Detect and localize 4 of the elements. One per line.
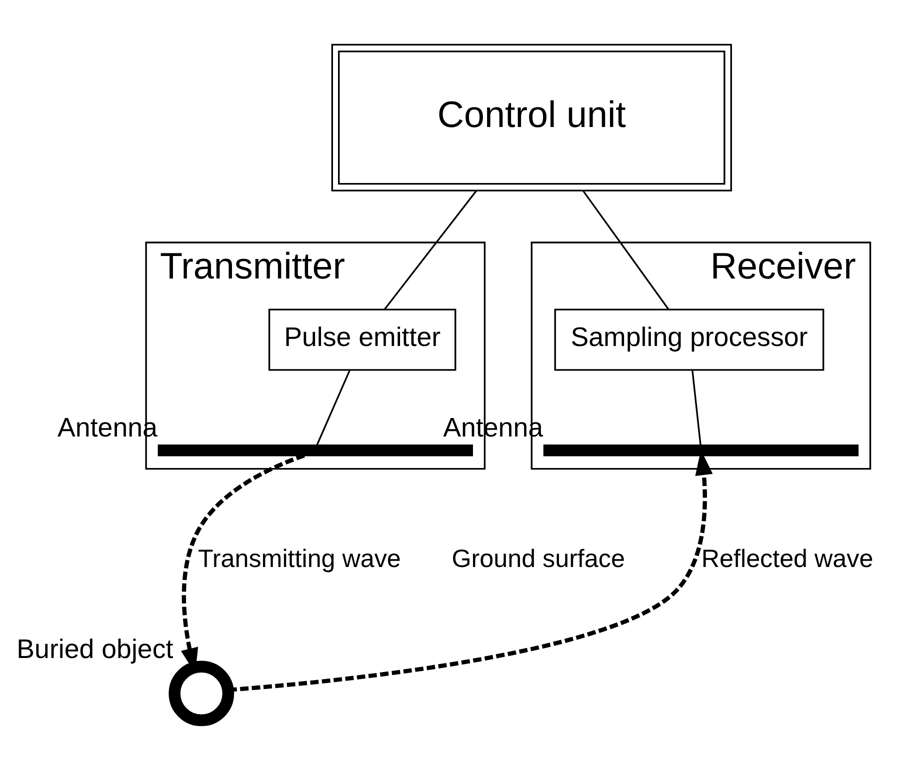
node-label: Buried object — [16, 634, 174, 664]
label: Ground surface — [452, 544, 625, 573]
edge-label: Reflected wave — [701, 544, 874, 573]
edge-label: Transmitting wave — [198, 544, 401, 573]
